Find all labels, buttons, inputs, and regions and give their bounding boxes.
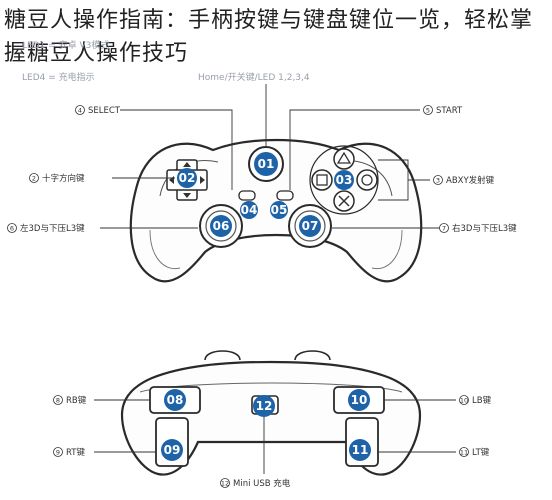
callout-abxy: 3 ABXY发射键 bbox=[433, 175, 495, 186]
svg-text:RB键: RB键 bbox=[66, 395, 87, 406]
svg-text:右3D与下压L3键: 右3D与下压L3键 bbox=[452, 223, 517, 234]
svg-text:3: 3 bbox=[436, 177, 440, 185]
callout-left-3d: 6 左3D与下压L3键 bbox=[7, 223, 85, 234]
svg-text:左3D与下压L3键: 左3D与下压L3键 bbox=[20, 223, 85, 234]
callout-usb: 12 Mini USB 充电 bbox=[220, 478, 291, 489]
svg-text:6: 6 bbox=[10, 225, 14, 233]
callout-dpad: 2 十字方向键 bbox=[29, 173, 85, 184]
right-stick-top bbox=[294, 350, 331, 361]
svg-text:Mini USB 充电: Mini USB 充电 bbox=[233, 478, 291, 489]
svg-text:LT键: LT键 bbox=[472, 447, 490, 458]
svg-text:十字方向键: 十字方向键 bbox=[42, 173, 85, 184]
right-stick-number: 07 bbox=[302, 219, 319, 233]
rb-number: 08 bbox=[167, 393, 184, 407]
abxy-leader-line bbox=[378, 159, 430, 201]
callout-rb: 8 RB键 bbox=[53, 395, 87, 406]
abxy-number: 03 bbox=[336, 173, 353, 187]
start-badge bbox=[270, 201, 288, 219]
svg-text:2: 2 bbox=[32, 175, 36, 183]
abxy-ring bbox=[309, 145, 379, 215]
rt-badge bbox=[161, 439, 183, 461]
svg-text:4: 4 bbox=[78, 107, 82, 115]
callout-select: 4 SELECT bbox=[75, 105, 121, 116]
rb-badge bbox=[164, 389, 186, 411]
svg-text:10: 10 bbox=[460, 397, 468, 405]
dpad-down-icon bbox=[183, 193, 191, 198]
square-button[interactable] bbox=[311, 169, 333, 191]
dpad-up-icon bbox=[183, 162, 191, 167]
page-title: 糖豆人操作指南：手柄按键与键盘键位一览，轻松掌握糖豆人操作技巧 bbox=[4, 8, 534, 66]
lt-number: 11 bbox=[352, 443, 369, 457]
start-number: 05 bbox=[271, 203, 288, 217]
callout-right-3d: 7 右3D与下压L3键 bbox=[439, 223, 517, 234]
start-button[interactable] bbox=[276, 190, 294, 201]
home-number: 01 bbox=[258, 157, 275, 171]
lb-number: 10 bbox=[351, 393, 368, 407]
select-badge bbox=[240, 201, 258, 219]
svg-text:9: 9 bbox=[56, 449, 60, 457]
svg-text:LB键: LB键 bbox=[472, 395, 492, 406]
callout-rt: 9 RT键 bbox=[53, 447, 85, 458]
svg-text:SELECT: SELECT bbox=[88, 106, 121, 116]
led1-info: LED1 = 安卓 V3模式 bbox=[22, 41, 110, 51]
lt-badge bbox=[349, 439, 371, 461]
lb-badge bbox=[348, 389, 370, 411]
select-button[interactable] bbox=[238, 190, 256, 201]
usb-number: 12 bbox=[256, 399, 273, 413]
svg-text:START: START bbox=[436, 106, 463, 116]
triangle-button[interactable] bbox=[333, 148, 355, 170]
triangle-icon bbox=[336, 151, 352, 164]
svg-text:5: 5 bbox=[426, 107, 430, 115]
home-button[interactable] bbox=[254, 152, 278, 176]
svg-text:11: 11 bbox=[460, 449, 468, 457]
rt-number: 09 bbox=[164, 443, 181, 457]
cross-button[interactable] bbox=[333, 190, 355, 212]
svg-text:7: 7 bbox=[442, 225, 446, 233]
left-stick-number: 06 bbox=[213, 219, 230, 233]
svg-text:RT键: RT键 bbox=[66, 447, 85, 458]
select-leader-line bbox=[120, 109, 233, 190]
front-callouts bbox=[100, 84, 440, 229]
dpad-badge bbox=[177, 168, 197, 188]
home-label: Home/开关键/LED 1,2,3,4 bbox=[198, 73, 310, 83]
back-callouts bbox=[94, 399, 456, 474]
right-stick-badge bbox=[299, 215, 321, 237]
left-stick-badge bbox=[210, 215, 232, 237]
dpad-number: 02 bbox=[179, 171, 196, 185]
callout-start: 5 START bbox=[423, 105, 463, 116]
circle-icon bbox=[361, 174, 373, 186]
left-stick-top bbox=[204, 350, 241, 361]
callout-lb: 10 LB键 bbox=[459, 395, 492, 406]
svg-text:8: 8 bbox=[56, 397, 60, 405]
abxy-badge bbox=[334, 170, 354, 190]
callout-lt: 11 LT键 bbox=[459, 447, 490, 458]
circle-button[interactable] bbox=[356, 169, 378, 191]
right-grip-outline bbox=[371, 229, 403, 270]
dpad-right-icon bbox=[200, 176, 205, 184]
square-icon bbox=[316, 174, 328, 186]
svg-text:ABXY发射键: ABXY发射键 bbox=[446, 175, 495, 186]
cross-icon bbox=[338, 195, 350, 207]
controller-top: 08 09 10 11 12 bbox=[120, 350, 422, 476]
start-leader-line bbox=[289, 109, 420, 190]
left-grip-outline bbox=[149, 229, 181, 270]
led4-info: LED4 = 充电指示 bbox=[22, 73, 95, 83]
usb-badge bbox=[253, 395, 275, 417]
select-number: 04 bbox=[241, 203, 258, 217]
svg-text:12: 12 bbox=[221, 480, 229, 488]
controller-front: 01 02 04 05 bbox=[129, 138, 423, 283]
